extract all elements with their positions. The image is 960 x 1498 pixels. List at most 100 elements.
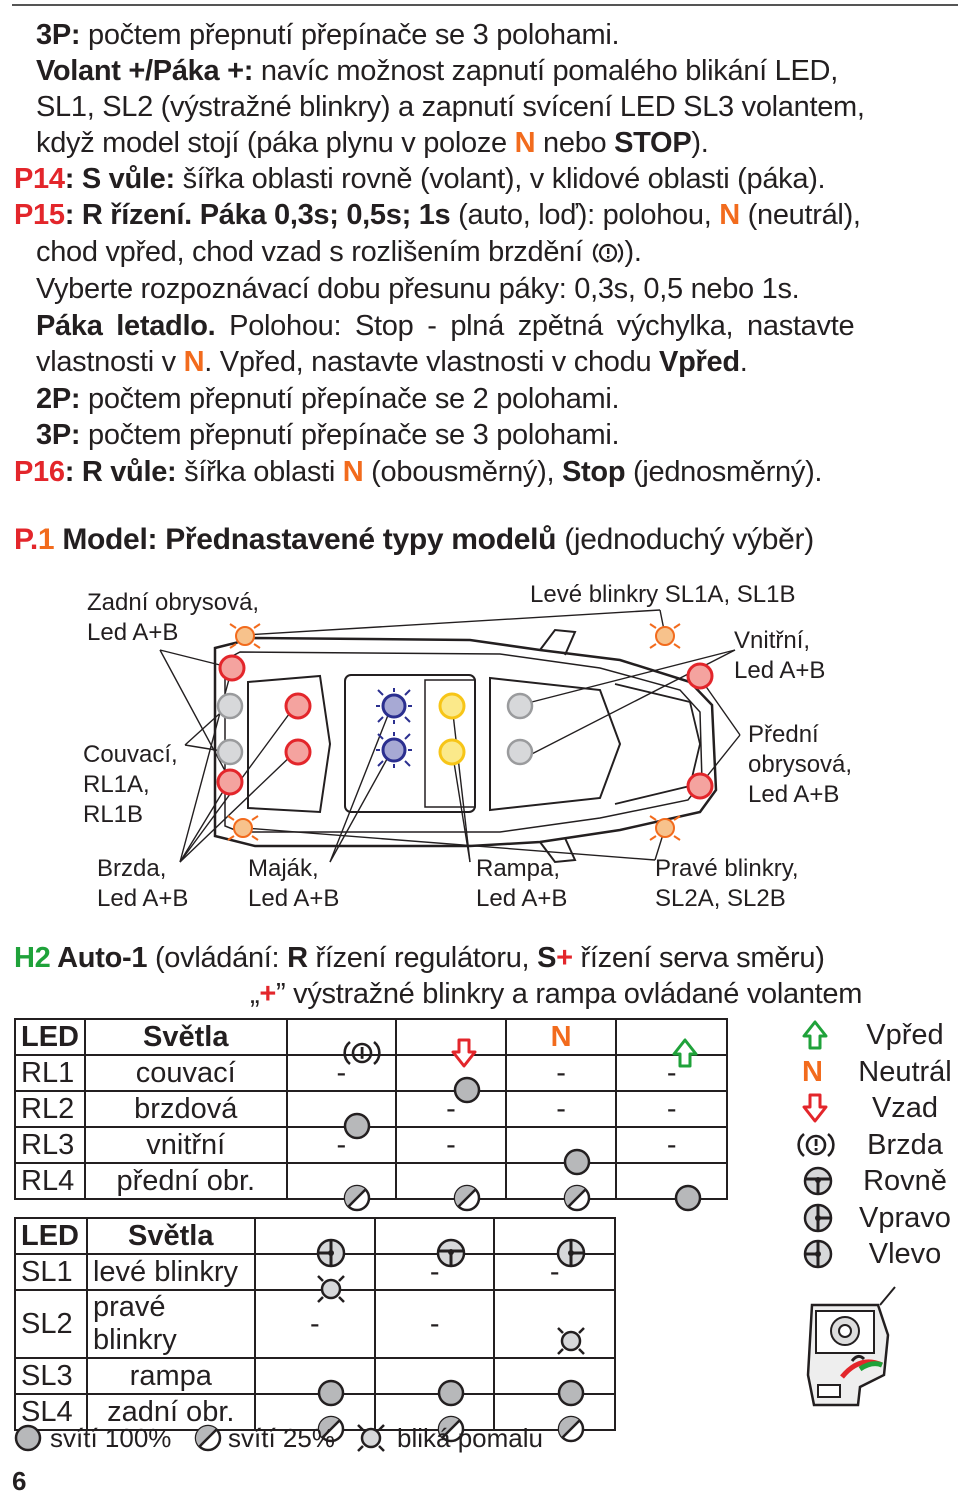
table1-header-brake [285,1018,398,1065]
legend-label: Vpřed [866,1019,944,1051]
table2-state-cell [374,1357,496,1407]
table1-empty-cell: - [285,1054,398,1092]
table1-name-cell: couvací [83,1054,288,1092]
transmitter-illustration [806,1286,896,1407]
table2-led-cell: SL2 [14,1289,88,1359]
table1-empty-cell: - [504,1054,618,1092]
led-reverse-right [216,738,244,766]
label-majak: Maják,Led A+B [248,855,340,912]
led-beacon-left [381,693,407,719]
car-body-outline [213,636,718,848]
table2-empty-cell: - [374,1289,496,1359]
table2-state-cell [253,1253,377,1303]
table2-led-cell: SL4 [14,1393,88,1431]
text-line-p14: P14: S vůle: šířka oblasti rovně (volant… [14,163,826,195]
top-rule [12,4,958,6]
table1-state-cell [285,1162,398,1212]
label-vnitrni: Vnitřní,Led A+B [734,627,826,684]
table1-name-cell: přední obr. [83,1162,288,1200]
table1-header-neutral: N [504,1018,618,1056]
table2-state-cell [493,1289,616,1359]
text-line-2p: 2P: počtem přepnutí přepínače se 2 poloh… [36,383,620,415]
table1-header-row: LED Světla N [14,1018,728,1068]
table2-led-cell: SL1 [14,1253,88,1291]
table1-empty-cell: - [615,1126,728,1164]
text-line-chod: chod vpřed, chod vzad s rozlišením brzdě… [36,236,642,268]
h2-heading: H2 Auto-1 (ovládání: R řízení regulátoru… [14,942,825,974]
label-rampa: Rampa,Led A+B [476,855,568,912]
table1-state-cell [395,1162,507,1212]
table1-empty-cell: - [395,1090,507,1128]
table1-empty-cell: - [504,1090,618,1128]
legend-label: Neutrál [858,1055,952,1088]
h2-subheading: „+” výstražné blinkry a rampa ovládané v… [250,978,863,1010]
table2-header-led: LED [14,1217,88,1255]
text-line-sl: SL1, SL2 (výstražné blinkry) a zapnutí s… [36,91,865,123]
legend-state-label: bliká pomalu [397,1423,543,1453]
table1-empty-cell: - [395,1126,507,1164]
windshield [489,676,622,812]
blinker-rear-left [235,626,255,646]
text-line-paka-letadlo: Páka letadlo. Polohou: Stop - plná zpětn… [36,310,855,342]
brake-icon [592,243,623,264]
table1-header-forward [615,1018,728,1068]
page-number: 6 [12,1466,27,1496]
table2-header-left [253,1217,377,1268]
car-diagram [159,609,741,864]
text-line-p16: P16: R vůle: šířka oblasti N (obousměrný… [14,456,823,488]
legend-label: Vzad [871,1092,939,1124]
table1-header-led: LED [14,1018,86,1056]
led-ramp-right [438,738,466,766]
table1-header-reverse [395,1018,507,1068]
table2-header-row: LED Světla [14,1217,616,1268]
label-zadni: Zadní obrysová,Led A+B [87,589,260,646]
text-line-vlastnosti: vlastnosti v N. Vpřed, nastavte vlastnos… [36,346,748,378]
table2-empty-cell: - [374,1253,496,1291]
led-front-outline-left [506,692,534,720]
blinker-rear-right [233,818,253,838]
text-line-3p-b: 3P: počtem přepnutí přepínače se 3 poloh… [36,419,620,451]
text-line-model-stoji: když model stojí (páka plynu v poloze N … [36,127,709,159]
text-line-volant: Volant +/Páka +: navíc možnost zapnutí p… [36,55,838,87]
led-rear-outline-left [218,654,246,682]
legend-label: Brzda [867,1128,943,1161]
text-line-3p: 3P: počtem přepnutí přepínače se 3 poloh… [36,19,620,51]
table1-led-cell: RL2 [14,1090,86,1128]
table1-header-svetla: Světla [83,1018,288,1056]
table2-state-cell [493,1357,616,1407]
blinker-front-left [655,626,675,646]
legend-state-label: svítí 25% [228,1423,335,1453]
table1-state-cell [504,1126,618,1176]
neutral-icon: N [802,1055,823,1088]
section-heading: P.1 Model: Přednastavené typy modelů (je… [14,523,814,556]
table1-led-cell: RL3 [14,1126,86,1164]
table2-name-cell: rampa [85,1357,256,1395]
table1-state-cell [395,1054,507,1104]
label-brzda: Brzda,Led A+B [97,855,189,912]
table1-name-cell: vnitřní [83,1126,288,1164]
table2-state-cell [493,1393,616,1443]
table2-header-right [493,1217,616,1268]
table2-led-cell: SL3 [14,1357,88,1395]
label-leve-blinkry: Levé blinkry SL1A, SL1B [530,581,796,608]
table1-empty-cell: - [615,1090,728,1128]
blinker-front-right [655,818,675,838]
led-beacon-right [381,737,407,763]
text-line-vyberte: Vyberte rozpoznávací dobu přesunu páky: … [36,273,800,305]
table2-name-cell: pravé blinkry [85,1289,256,1359]
table1-empty-cell: - [285,1126,398,1164]
table1-led-cell: RL4 [14,1162,86,1200]
table2-header-svetla: Světla [85,1217,256,1255]
led-rear-outline-right [216,768,244,796]
table1-name-cell: brzdová [83,1090,288,1128]
table2-state-cell [253,1357,377,1407]
table1-led-cell: RL1 [14,1054,86,1092]
